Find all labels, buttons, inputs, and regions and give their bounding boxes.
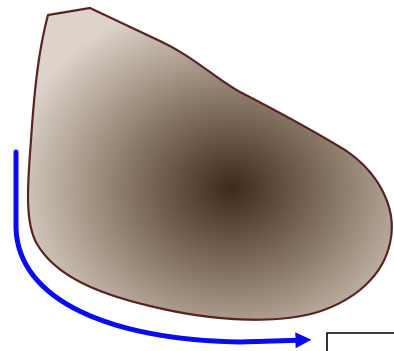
blob-shape (28, 8, 392, 320)
frame-corner (327, 333, 394, 351)
